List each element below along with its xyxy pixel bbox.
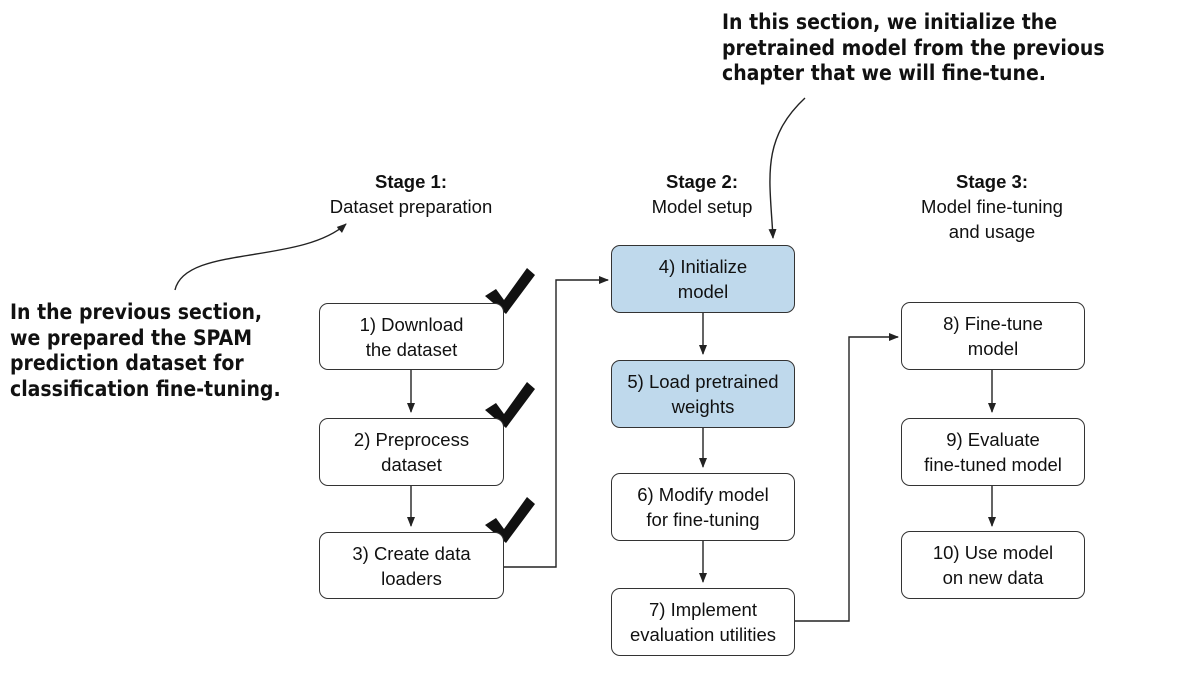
step-label: the dataset	[365, 338, 458, 360]
step-initialize-model: 4) Initialize model	[611, 245, 795, 313]
step-label: model	[967, 338, 1019, 359]
stage-subtitle: Dataset preparation	[329, 196, 493, 217]
callout-line: classification fine-tuning.	[10, 376, 281, 401]
step-label: loaders	[381, 567, 442, 589]
stage-subtitle: Model setup	[651, 196, 753, 217]
callout-line: prediction dataset for	[10, 351, 244, 376]
callout-line: we prepared the SPAM	[10, 325, 253, 350]
step-label: on new data	[942, 567, 1044, 588]
stage-title: Stage 1:	[375, 171, 447, 192]
stage-3-header: Stage 3: Model fine-tuning and usage	[872, 169, 1112, 244]
step-label: 4) Initialize	[658, 256, 748, 277]
step-label: 2) Preprocess	[353, 429, 470, 450]
step-label: 7) Implement	[649, 599, 757, 620]
callout-line: pretrained model from the previous	[722, 35, 1105, 60]
step-label: 9) Evaluate	[946, 429, 1040, 450]
step-evaluate-fine-tuned-model: 9) Evaluate fine-tuned model	[901, 418, 1085, 486]
step-download-dataset: 1) Download the dataset	[319, 303, 504, 370]
stage-2-header: Stage 2: Model setup	[582, 169, 822, 219]
step-label: 6) Modify model	[637, 484, 769, 505]
step-label: dataset	[381, 454, 442, 475]
step-label: 8) Fine-tune	[943, 313, 1043, 334]
stage-subtitle: Model fine-tuning	[921, 196, 1063, 217]
callout-left-leader	[174, 223, 347, 291]
checkmark-icon	[485, 382, 535, 428]
step-label: model	[677, 281, 729, 302]
step-label: 10) Use model	[932, 542, 1054, 563]
step-label: for fine-tuning	[646, 509, 760, 530]
step-label: evaluation utilities	[629, 624, 777, 645]
step-label: 3) Create data	[352, 542, 471, 564]
callout-top-leader	[768, 97, 806, 239]
step-use-model-on-new-data: 10) Use model on new data	[901, 531, 1085, 599]
callout-previous-section: In the previous section, we prepared the…	[10, 300, 281, 402]
step-implement-evaluation-utilities: 7) Implement evaluation utilities	[611, 588, 795, 656]
stage-title: Stage 2:	[666, 171, 738, 192]
callout-line: In this section, we initialize the	[722, 10, 1058, 34]
checkmark-icon	[485, 268, 535, 314]
stage-1-header: Stage 1: Dataset preparation	[291, 169, 531, 219]
step-fine-tune-model: 8) Fine-tune model	[901, 302, 1085, 370]
checkmark-icon	[485, 497, 535, 543]
callout-current-section: In this section, we initialize the pretr…	[722, 10, 1105, 87]
step-label: 1) Download	[359, 313, 464, 335]
step-label: weights	[671, 396, 735, 417]
stage-title: Stage 3:	[956, 171, 1028, 192]
step-label: fine-tuned model	[924, 454, 1062, 475]
step-modify-model: 6) Modify model for fine-tuning	[611, 473, 795, 541]
step-create-data-loaders: 3) Create data loaders	[319, 532, 504, 599]
arrow-3-4	[504, 276, 609, 568]
stage-subtitle: and usage	[948, 221, 1036, 242]
step-label: 5) Load pretrained	[627, 371, 779, 392]
arrow-7-8	[795, 333, 899, 622]
step-preprocess-dataset: 2) Preprocess dataset	[319, 418, 504, 486]
callout-line: chapter that we will fine-tune.	[722, 61, 1046, 86]
step-load-pretrained-weights: 5) Load pretrained weights	[611, 360, 795, 428]
callout-line: In the previous section,	[10, 300, 263, 324]
